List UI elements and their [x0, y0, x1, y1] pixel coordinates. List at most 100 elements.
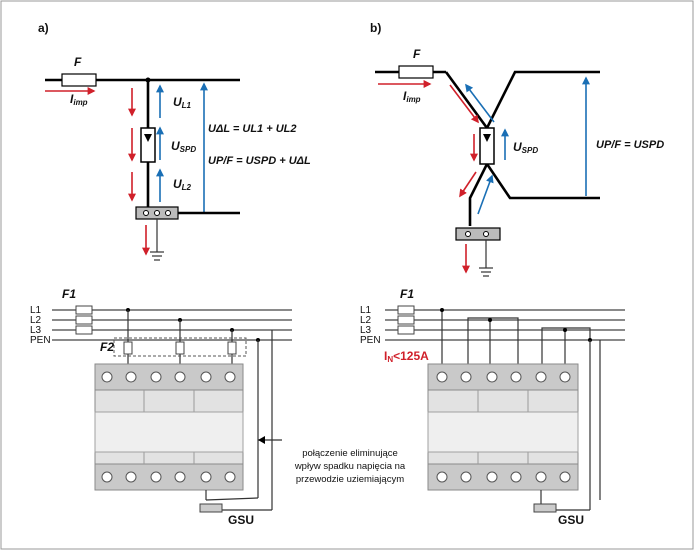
- fuse-f2-group: [113, 337, 247, 357]
- formula-a1: UΔL = UL1 + UL2: [208, 123, 296, 135]
- screw-lt-4: [174, 371, 186, 383]
- note-pointer-arrow: [258, 436, 265, 444]
- terminal-a1: [143, 210, 149, 216]
- screw-rt-1: [436, 371, 448, 383]
- terminal-a2: [154, 210, 160, 216]
- ul1-label: UL1: [173, 95, 192, 110]
- screw-lb-5: [200, 471, 212, 483]
- spd-right-bottom-band: [427, 463, 579, 491]
- panel-a: a) F Iimp UL1 USPD UL2 UΔL = UL1 + UL2 U…: [38, 21, 311, 261]
- screw-rb-4: [510, 471, 522, 483]
- screw-rt-4: [510, 371, 522, 383]
- loop-l2-l3: [541, 327, 591, 372]
- fuse-a: [61, 73, 97, 87]
- pe-in-b: [468, 163, 489, 226]
- note-line-1: połączenie eliminujące: [302, 448, 398, 459]
- screw-rb-6: [559, 471, 571, 483]
- spd-left-top-band: [94, 363, 244, 391]
- gsu-right-label: GSU: [558, 513, 584, 527]
- fuse-f2-1: [123, 341, 133, 355]
- screw-rb-5: [535, 471, 547, 483]
- earth-bar-b: [455, 227, 501, 241]
- terminal-b1: [465, 231, 471, 237]
- bus-label-l2-right: L2: [360, 315, 372, 326]
- screw-rt-6: [559, 371, 571, 383]
- bus-label-pen-right: PEN: [360, 335, 381, 346]
- screw-lt-3: [150, 371, 162, 383]
- ul2-label: UL2: [173, 177, 192, 192]
- screw-lb-3: [150, 471, 162, 483]
- red-arrow-b3: [459, 171, 477, 198]
- line-out-b: [485, 70, 600, 129]
- tap-right-l3: [563, 328, 567, 332]
- fuse-f1-left-l3: [75, 325, 93, 335]
- terminal-b2: [483, 231, 489, 237]
- line-in-b: [444, 71, 489, 129]
- spd-a-symbol: [144, 134, 152, 142]
- lower-left-installation: F1 L1 L2 L3 PEN F2: [30, 287, 406, 527]
- fuse-f1-right-l2: [397, 315, 415, 325]
- bus-label-l3-left: L3: [30, 325, 42, 336]
- panel-b: b) F Iimp USPD UP/F = USPD: [370, 21, 664, 277]
- spd-left-bottom-band: [94, 463, 244, 491]
- bus-label-l1-right: L1: [360, 305, 372, 316]
- note-line-2: wpływ spadku napięcia na: [294, 461, 406, 472]
- bus-label-l1-left: L1: [30, 305, 42, 316]
- fuse-f1-left-l1: [75, 305, 93, 315]
- gsu-bar-left: [199, 503, 223, 513]
- fuse-f1-left-l2: [75, 315, 93, 325]
- fuse-f2-3: [227, 341, 237, 355]
- screw-lb-6: [224, 471, 236, 483]
- fuse-f1-right-l3: [397, 325, 415, 335]
- fuse-a-label: F: [74, 55, 82, 69]
- spd-b-symbol: [483, 134, 491, 142]
- uspd-b-label: USPD: [513, 140, 538, 155]
- screw-rb-1: [436, 471, 448, 483]
- lower-right-installation: F1 L1 L2 L3 PEN IN<125A: [360, 287, 625, 527]
- screw-lt-1: [101, 371, 113, 383]
- uspd-a-label: USPD: [171, 139, 196, 154]
- panel-b-label: b): [370, 21, 381, 35]
- formula-a2: UP/F = USPD + UΔL: [208, 155, 311, 167]
- loop-l1-l2: [467, 317, 519, 372]
- fuse-f2-label: F2: [100, 340, 114, 354]
- tap-right-l1: [440, 308, 444, 312]
- terminal-a3: [165, 210, 171, 216]
- tap-right-l2: [488, 318, 492, 322]
- screw-rb-2: [460, 471, 472, 483]
- current-b-label: Iimp: [403, 89, 421, 104]
- blue-arrow-b1: [465, 83, 495, 123]
- screw-lb-4: [174, 471, 186, 483]
- panel-a-label: a): [38, 21, 49, 35]
- spd-b: [479, 127, 495, 165]
- spd-a: [140, 127, 156, 163]
- fuse-b-label: F: [413, 47, 421, 61]
- fuse-b: [398, 65, 434, 79]
- current-a-label: Iimp: [70, 92, 88, 107]
- bus-label-pen-left: PEN: [30, 335, 51, 346]
- screw-lt-2: [125, 371, 137, 383]
- gsu-left-label: GSU: [228, 513, 254, 527]
- spd-left-window: [94, 411, 244, 453]
- rating-label: IN<125A: [384, 349, 429, 364]
- screw-rt-5: [535, 371, 547, 383]
- screw-lt-5: [200, 371, 212, 383]
- earth-link-left: [205, 497, 259, 501]
- red-arrow-b1: [449, 84, 479, 124]
- spd-right-top-band: [427, 363, 579, 391]
- screw-lb-1: [101, 471, 113, 483]
- blue-arrow-b3: [477, 174, 494, 215]
- fuse-f2-2: [175, 341, 185, 355]
- formula-b: UP/F = USPD: [596, 139, 664, 151]
- bus-label-l2-left: L2: [30, 315, 42, 326]
- bus-label-l3-right: L3: [360, 325, 372, 336]
- screw-rb-3: [486, 471, 498, 483]
- fuse-f1-right-l1: [397, 305, 415, 315]
- pe-out-b: [485, 163, 600, 200]
- screw-rt-2: [460, 371, 472, 383]
- gsu-bar-right: [533, 503, 557, 513]
- screw-rt-3: [486, 371, 498, 383]
